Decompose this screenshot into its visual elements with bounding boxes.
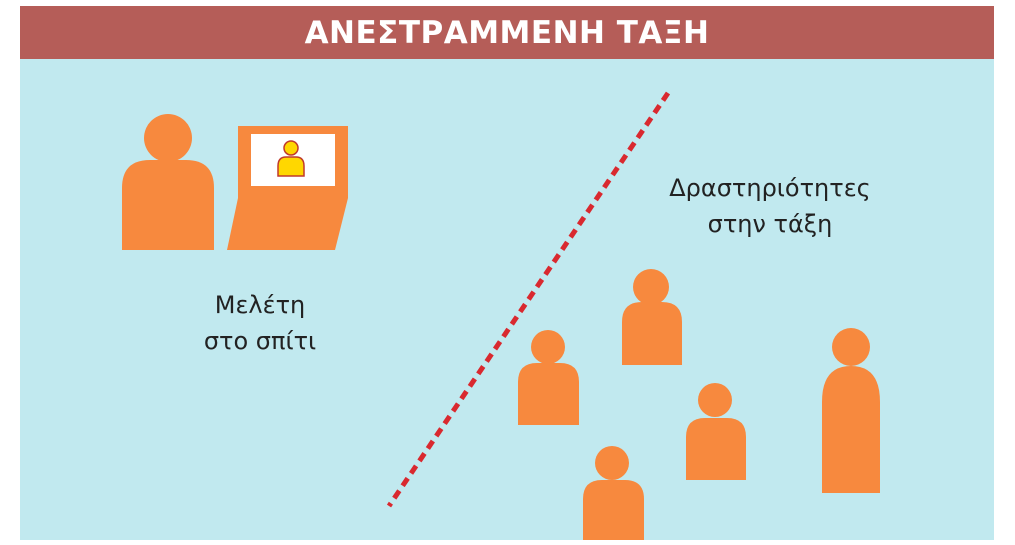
student-body	[122, 160, 214, 250]
classroom-student-icon	[518, 330, 579, 425]
student-body	[686, 418, 746, 480]
student-head	[633, 269, 669, 305]
student-at-home-icon	[122, 114, 214, 250]
student-body	[622, 302, 682, 365]
laptop-keyboard	[227, 198, 348, 250]
classroom-activities-line-2: στην τάξη	[707, 210, 833, 238]
student-head	[595, 446, 629, 480]
student-body	[583, 480, 644, 540]
dashed-divider-line	[386, 91, 671, 508]
classroom-activities-label: Δραστηριότητες στην τάξη	[650, 170, 890, 242]
home-study-line-1: Μελέτη	[214, 291, 306, 319]
video-lecturer-icon	[277, 140, 305, 177]
classroom-student-icon	[622, 269, 682, 365]
laptop-icon	[227, 126, 348, 250]
classroom-activities-line-1: Δραστηριότητες	[669, 174, 871, 202]
lecturer-head	[283, 140, 299, 156]
title-bar: ΑΝΕΣΤΡΑΜΜΕΝΗ ΤΑΞΗ	[20, 6, 994, 59]
student-head	[698, 383, 732, 417]
student-head	[144, 114, 192, 162]
student-head	[832, 328, 870, 366]
home-study-label: Μελέτη στο σπίτι	[150, 287, 370, 359]
slide-title: ΑΝΕΣΤΡΑΜΜΕΝΗ ΤΑΞΗ	[304, 14, 710, 51]
student-body	[822, 366, 880, 493]
student-body	[518, 363, 579, 425]
classroom-student-icon	[583, 446, 644, 540]
student-head	[531, 330, 565, 364]
classroom-student-icon	[686, 383, 746, 480]
classroom-student-icon	[822, 328, 880, 493]
home-study-line-2: στο σπίτι	[203, 327, 317, 355]
lecturer-body	[277, 156, 305, 177]
